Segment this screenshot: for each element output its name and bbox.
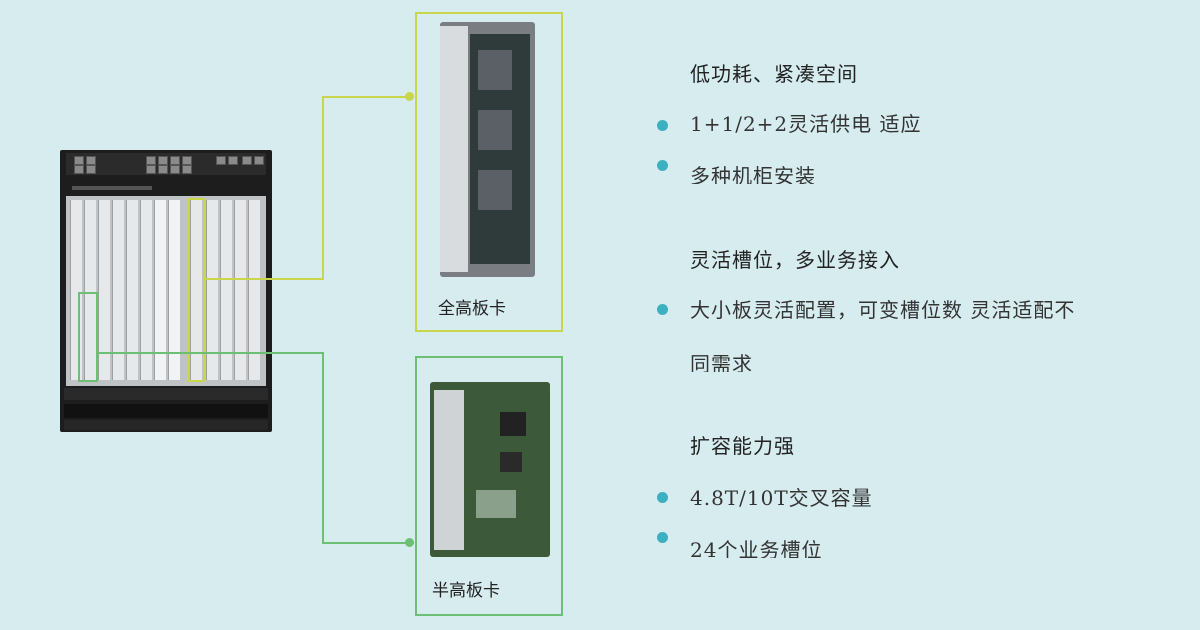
chassis-slot (168, 200, 180, 380)
half-height-card-label: 半高板卡 (432, 581, 500, 601)
feature-heading: 低功耗、紧凑空间 (690, 62, 858, 86)
chassis-slot (154, 200, 166, 380)
bullet-dot (657, 160, 668, 171)
bullet-dot (657, 532, 668, 543)
full-height-connector-dot (405, 92, 414, 101)
chassis-top-panel (66, 153, 266, 175)
chassis-slot (84, 200, 96, 380)
bullet-dot (657, 492, 668, 503)
feature-bullet: 同需求 (690, 350, 753, 372)
chassis-slot (98, 200, 110, 380)
card-chip (476, 490, 516, 518)
feature-bullet: 24个业务槽位 (690, 536, 822, 558)
feature-bullet: 大小板灵活配置，可变槽位数 灵活适配不 (690, 298, 1076, 322)
full-height-connector (205, 278, 323, 280)
chassis-fan-tray (64, 388, 268, 400)
chassis-slot (234, 200, 246, 380)
half-height-connector (322, 352, 324, 544)
feature-bullet-text: 多种机柜安装 (690, 164, 816, 184)
feature-bullet: 多种机柜安装 (690, 162, 816, 184)
feature-heading: 灵活槽位，多业务接入 (690, 248, 900, 272)
chassis-slot (112, 200, 124, 380)
heatsink (478, 170, 512, 210)
chassis-base (64, 404, 268, 418)
half-height-card-faceplate (434, 390, 464, 550)
half-height-connector (322, 542, 414, 544)
full-height-connector (322, 96, 324, 280)
card-chip (500, 452, 522, 472)
chassis-slot (190, 200, 202, 380)
half-height-slot-highlight (78, 292, 98, 382)
chassis-foot (64, 420, 268, 430)
bullet-dot (657, 304, 668, 315)
chassis-slot (220, 200, 232, 380)
full-height-slot-highlight (187, 198, 205, 382)
heatsink (478, 110, 512, 150)
chassis-slot (140, 200, 152, 380)
chassis-slot (206, 200, 218, 380)
full-height-card-faceplate (440, 26, 468, 272)
feature-bullet: 1+1/2+2灵活供电 适应 (690, 112, 922, 136)
half-height-connector-dot (405, 538, 414, 547)
feature-bullet: 4.8T/10T交叉容量 (690, 486, 873, 510)
chassis-brand-strip (72, 186, 152, 190)
feature-heading: 扩容能力强 (690, 434, 795, 458)
bullet-dot (657, 120, 668, 131)
full-height-card-label: 全高板卡 (438, 299, 506, 319)
full-height-connector (322, 96, 414, 98)
heatsink (478, 50, 512, 90)
chassis-slot (126, 200, 138, 380)
half-height-connector (98, 352, 324, 354)
feature-bullet-text: 同需求 (690, 352, 753, 372)
chassis-slot (248, 200, 260, 380)
feature-bullet-text: 24个业务槽位 (690, 538, 823, 558)
card-chip (500, 412, 526, 436)
